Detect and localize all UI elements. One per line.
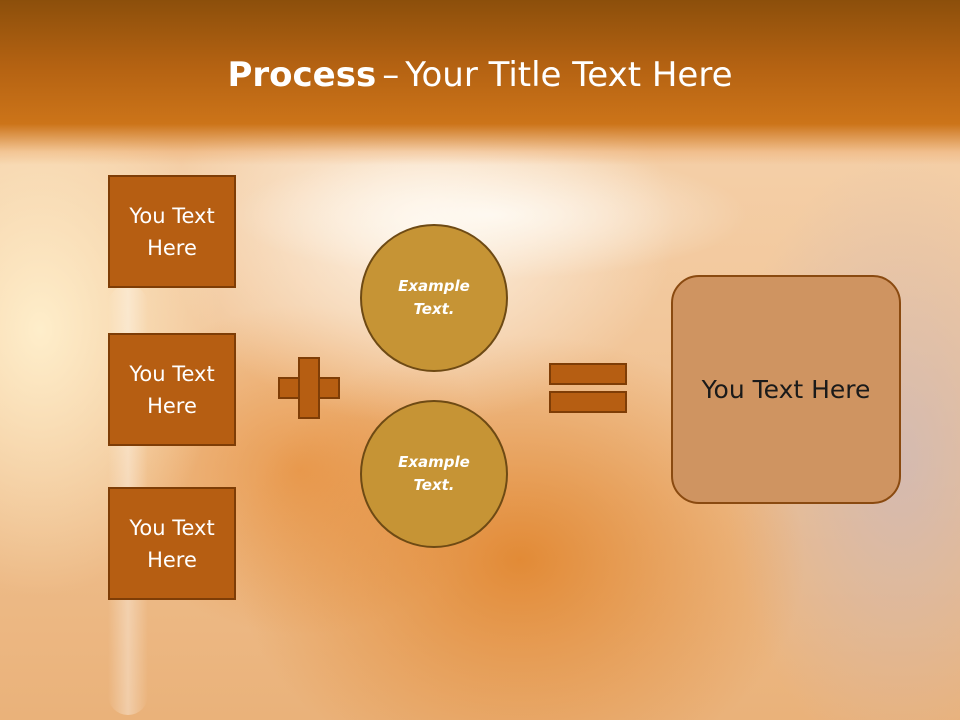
left-box-2[interactable]: You Text Here: [108, 333, 236, 446]
equals-icon-bottom-bar: [549, 391, 627, 413]
left-box-3-label: You Text Here: [129, 515, 215, 572]
plus-icon-center: [300, 379, 318, 397]
circle-bottom-label: Example Text.: [398, 453, 470, 494]
left-box-3[interactable]: You Text Here: [108, 487, 236, 600]
title-rest: Your Title Text Here: [405, 55, 733, 95]
slide-title[interactable]: Process–Your Title Text Here: [0, 52, 960, 98]
result-box[interactable]: You Text Here: [671, 275, 901, 504]
left-box-1-label: You Text Here: [129, 203, 215, 260]
circle-top[interactable]: Example Text.: [360, 224, 508, 372]
result-box-label: You Text Here: [701, 375, 871, 404]
circle-top-label: Example Text.: [398, 277, 470, 318]
header-band: [0, 0, 960, 165]
title-separator: –: [382, 55, 400, 95]
plus-icon[interactable]: [278, 357, 340, 419]
left-box-1[interactable]: You Text Here: [108, 175, 236, 288]
circle-bottom[interactable]: Example Text.: [360, 400, 508, 548]
left-box-2-label: You Text Here: [129, 361, 215, 418]
equals-icon-top-bar: [549, 363, 627, 385]
title-bold: Process: [227, 55, 377, 95]
